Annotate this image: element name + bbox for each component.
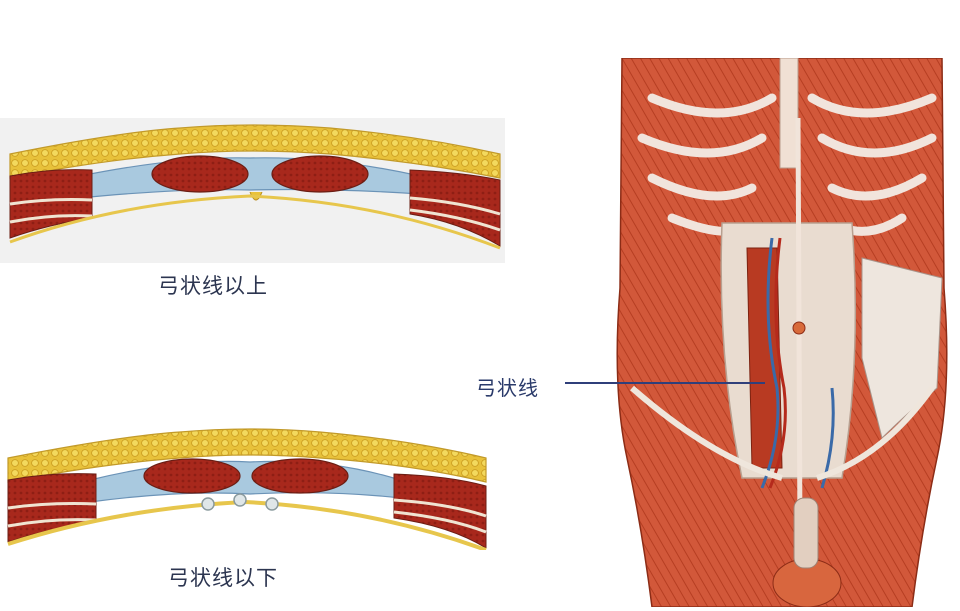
rectus-muscle bbox=[746, 247, 783, 469]
rectus-sheath bbox=[79, 157, 421, 199]
rectus-sheath-posterior bbox=[720, 222, 857, 479]
caption-below-arcuate-line: 弓状线以下 bbox=[168, 566, 278, 590]
cross-section-below-illustration bbox=[7, 428, 487, 552]
umbilicus bbox=[792, 321, 806, 335]
cross-section-above-arcuate-line bbox=[0, 118, 505, 263]
cross-section-above-illustration bbox=[9, 124, 501, 250]
rectus-muscle-left bbox=[151, 155, 249, 193]
anterior-abdominal-wall-figure bbox=[612, 57, 952, 608]
subcutaneous-fat bbox=[7, 428, 487, 483]
sternum bbox=[779, 57, 799, 169]
rectus-muscle-right bbox=[271, 155, 369, 193]
cross-section-below-arcuate-line bbox=[0, 418, 490, 552]
vessel-cluster bbox=[201, 493, 279, 511]
arcuate-line-pointer bbox=[565, 382, 765, 384]
arcuate-line-label: 弓状线 bbox=[476, 376, 539, 400]
inguinal-ligament-left bbox=[630, 385, 783, 481]
spermatic-cord bbox=[793, 497, 819, 569]
anatomy-illustration bbox=[616, 57, 948, 608]
caption-above-arcuate-line: 弓状线以上 bbox=[158, 274, 268, 298]
rectus-muscle-left bbox=[143, 458, 241, 494]
inguinal-ligament-right bbox=[816, 386, 935, 481]
lateral-muscle-right bbox=[409, 169, 501, 247]
rectus-muscle-right bbox=[251, 458, 349, 494]
subcutaneous-fat bbox=[9, 124, 501, 179]
reflected-sheath-flap bbox=[861, 257, 943, 439]
